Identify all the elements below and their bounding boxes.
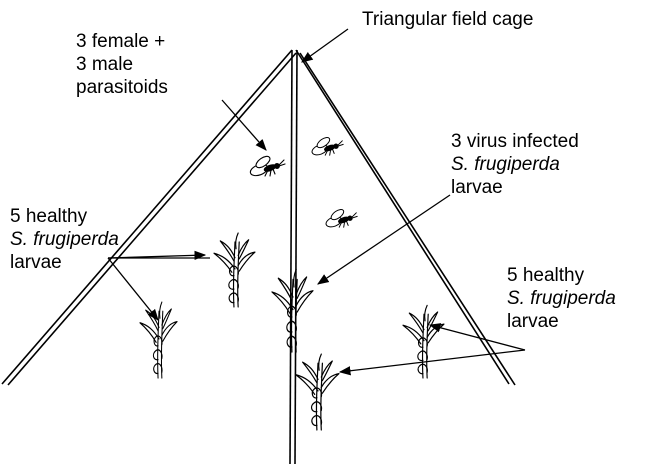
parasitoid-label-line3: parasitoids (76, 76, 168, 99)
arrow-icon (108, 29, 525, 372)
healthy-left-line3: larvae (10, 251, 119, 274)
maize-plant-icon (403, 305, 444, 378)
parasitoid-label: 3 female + 3 male parasitoids (76, 30, 168, 99)
maize-plant-icon (272, 270, 313, 353)
healthy-right-line2: S. frugiperda (507, 287, 616, 310)
parasitoid-label-line2: 3 male (76, 53, 168, 76)
parasitoid-wasp-icon (249, 154, 285, 178)
infected-label-line1: 3 virus infected (451, 130, 579, 153)
healthy-right-line3: larvae (507, 310, 616, 333)
healthy-left-line1: 5 healthy (10, 205, 119, 228)
healthy-larvae-left-label: 5 healthy S. frugiperda larvae (10, 205, 119, 274)
infected-label-line3: larvae (451, 176, 579, 199)
healthy-right-line1: 5 healthy (507, 264, 616, 287)
parasitoid-wasp-icon (325, 208, 358, 229)
maize-plant-icon (296, 354, 339, 430)
maize-plant-icon (214, 233, 255, 307)
healthy-larvae-right-label: 5 healthy S. frugiperda larvae (507, 264, 616, 333)
parasitoid-label-line1: 3 female + (76, 30, 168, 53)
infected-label-line2: S. frugiperda (451, 153, 579, 176)
infected-larvae-label: 3 virus infected S. frugiperda larvae (451, 130, 579, 199)
healthy-left-line2: S. frugiperda (10, 228, 119, 251)
cage-label: Triangular field cage (362, 8, 533, 31)
parasitoid-wasp-icon (311, 136, 344, 157)
maize-plant-icon (140, 302, 177, 378)
